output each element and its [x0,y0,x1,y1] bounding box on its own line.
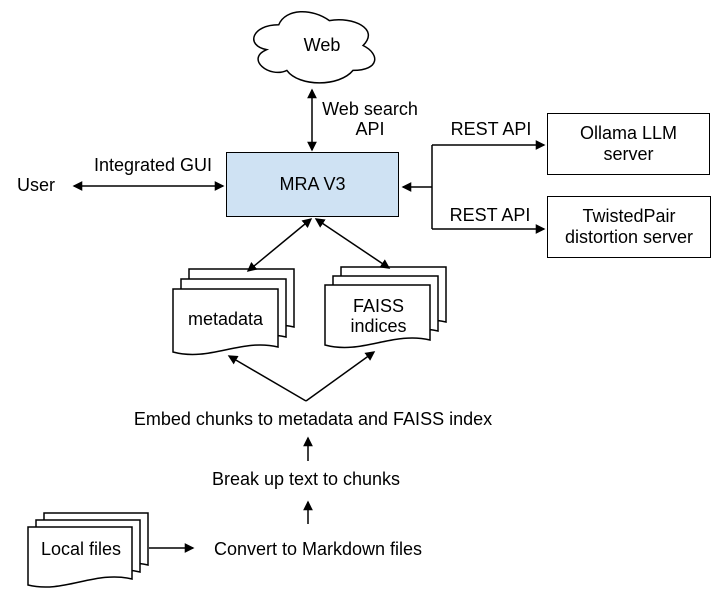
mra-v3-label: MRA V3 [279,174,346,194]
twistedpair-label-line1: TwistedPair [582,206,676,226]
rest-api-top-label: REST API [450,119,532,139]
faiss-stack-shape [324,266,447,349]
convert-step-label: Convert to Markdown files [213,539,423,559]
edge-mra-metadata [246,218,313,272]
rest-api-bottom-label: REST API [449,205,531,225]
ollama-label-line1: Ollama LLM [579,123,678,143]
mra-v3-box: MRA V3 [226,152,399,217]
edge-mra-faiss [314,218,391,269]
faiss-stack-label: FAISS indices [327,296,430,336]
web-search-api-label: Web search API [322,99,418,139]
ollama-label-line2: server [603,144,654,164]
metadata-stack-shape [172,268,295,356]
web-search-api-line2: API [355,118,385,139]
metadata-stack-label: metadata [187,309,264,329]
faiss-label-line2: indices [350,316,407,336]
web-cloud-shape [253,10,376,84]
edge-embed-metadata [227,355,307,402]
integrated-gui-label: Integrated GUI [93,155,213,175]
twistedpair-server-box: TwistedPair distortion server [547,196,711,258]
local-files-label: Local files [40,539,122,559]
edge-embed-faiss [305,351,376,402]
local-files-stack-shape [27,512,149,588]
embed-step-label: Embed chunks to metadata and FAISS index [133,409,493,429]
break-step-label: Break up text to chunks [211,469,401,489]
twistedpair-label-line2: distortion server [564,227,694,247]
faiss-label-line1: FAISS [352,296,405,316]
web-search-api-line1: Web search [322,99,418,119]
web-cloud-label: Web [303,35,341,55]
ollama-server-box: Ollama LLM server [547,113,710,175]
user-label: User [17,175,56,195]
